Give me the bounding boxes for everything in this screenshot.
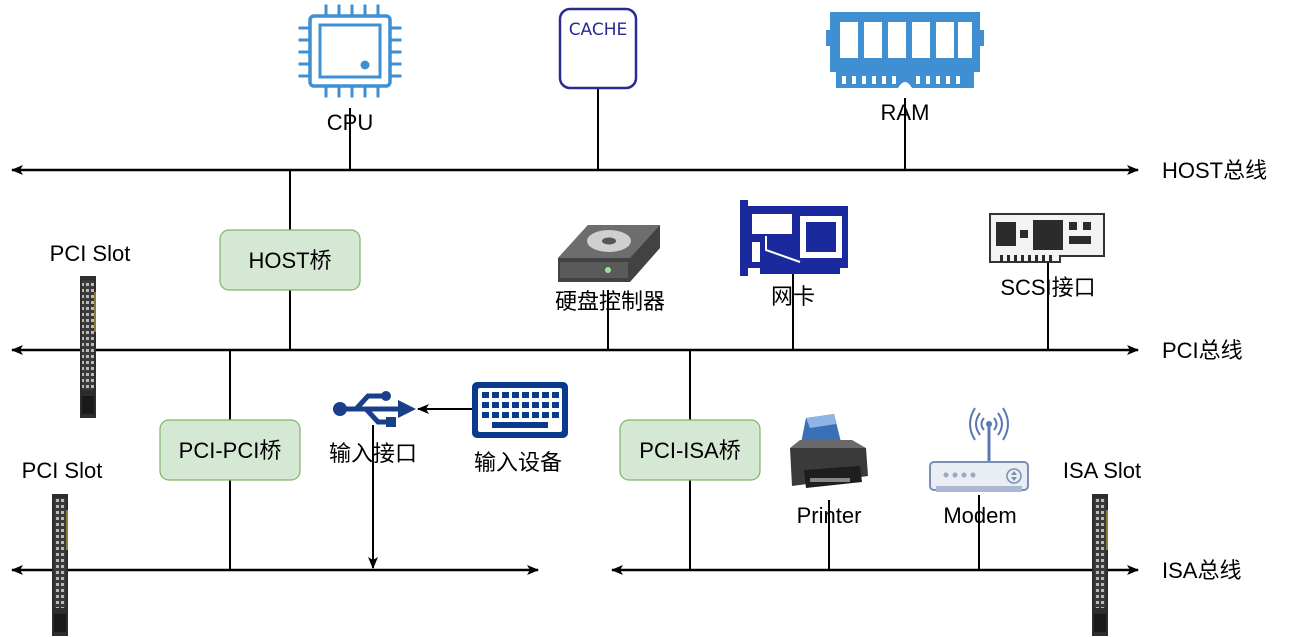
circuit-board-icon [989, 213, 1105, 263]
host-bridge-box: HOST桥 [219, 229, 361, 291]
modem-label: Modem [943, 503, 1016, 528]
pci-bus-label: PCI总线 [1162, 338, 1243, 363]
cache-icon: CACHE [558, 7, 638, 90]
host-bridge-label: HOST桥 [248, 248, 331, 273]
expansion-slot-icon [80, 276, 96, 418]
pci-isa-bridge-box: PCI-ISA桥 [619, 419, 761, 481]
wifi-router-icon [929, 407, 1029, 492]
pci-pci-bridge-label: PCI-PCI桥 [179, 438, 282, 463]
connector-lines [229, 88, 1049, 570]
cpu-label: CPU [327, 110, 373, 135]
printer-label: Printer [797, 503, 862, 528]
pci-pci-bridge-box: PCI-PCI桥 [159, 419, 301, 481]
hard-disk-icon [558, 225, 660, 282]
isa-bus-label: ISA总线 [1162, 558, 1241, 583]
expansion-slot-icon [1092, 494, 1108, 636]
printer-icon [790, 414, 868, 488]
nic-label: 网卡 [771, 284, 815, 309]
expansion-slot-icon [52, 494, 68, 636]
keyboard-icon [472, 382, 568, 438]
disk-controller-label: 硬盘控制器 [555, 289, 665, 314]
ram-label: RAM [881, 100, 930, 125]
input-port-label: 输入接口 [329, 441, 417, 466]
input-device-label: 输入设备 [474, 450, 562, 475]
network-card-icon [740, 200, 848, 276]
pci-slot-2-label: PCI Slot [22, 458, 103, 483]
pci-isa-bridge-label: PCI-ISA桥 [639, 438, 740, 463]
pci-slot-1-label: PCI Slot [50, 241, 131, 266]
memory-module-icon [826, 12, 984, 88]
scsi-label: SCSI接口 [1000, 275, 1095, 300]
usb-icon [333, 391, 416, 427]
host-bus-label: HOST总线 [1162, 158, 1267, 183]
chip-icon [298, 4, 402, 98]
cache-label: CACHE [569, 20, 628, 40]
isa-slot-label: ISA Slot [1063, 458, 1141, 483]
